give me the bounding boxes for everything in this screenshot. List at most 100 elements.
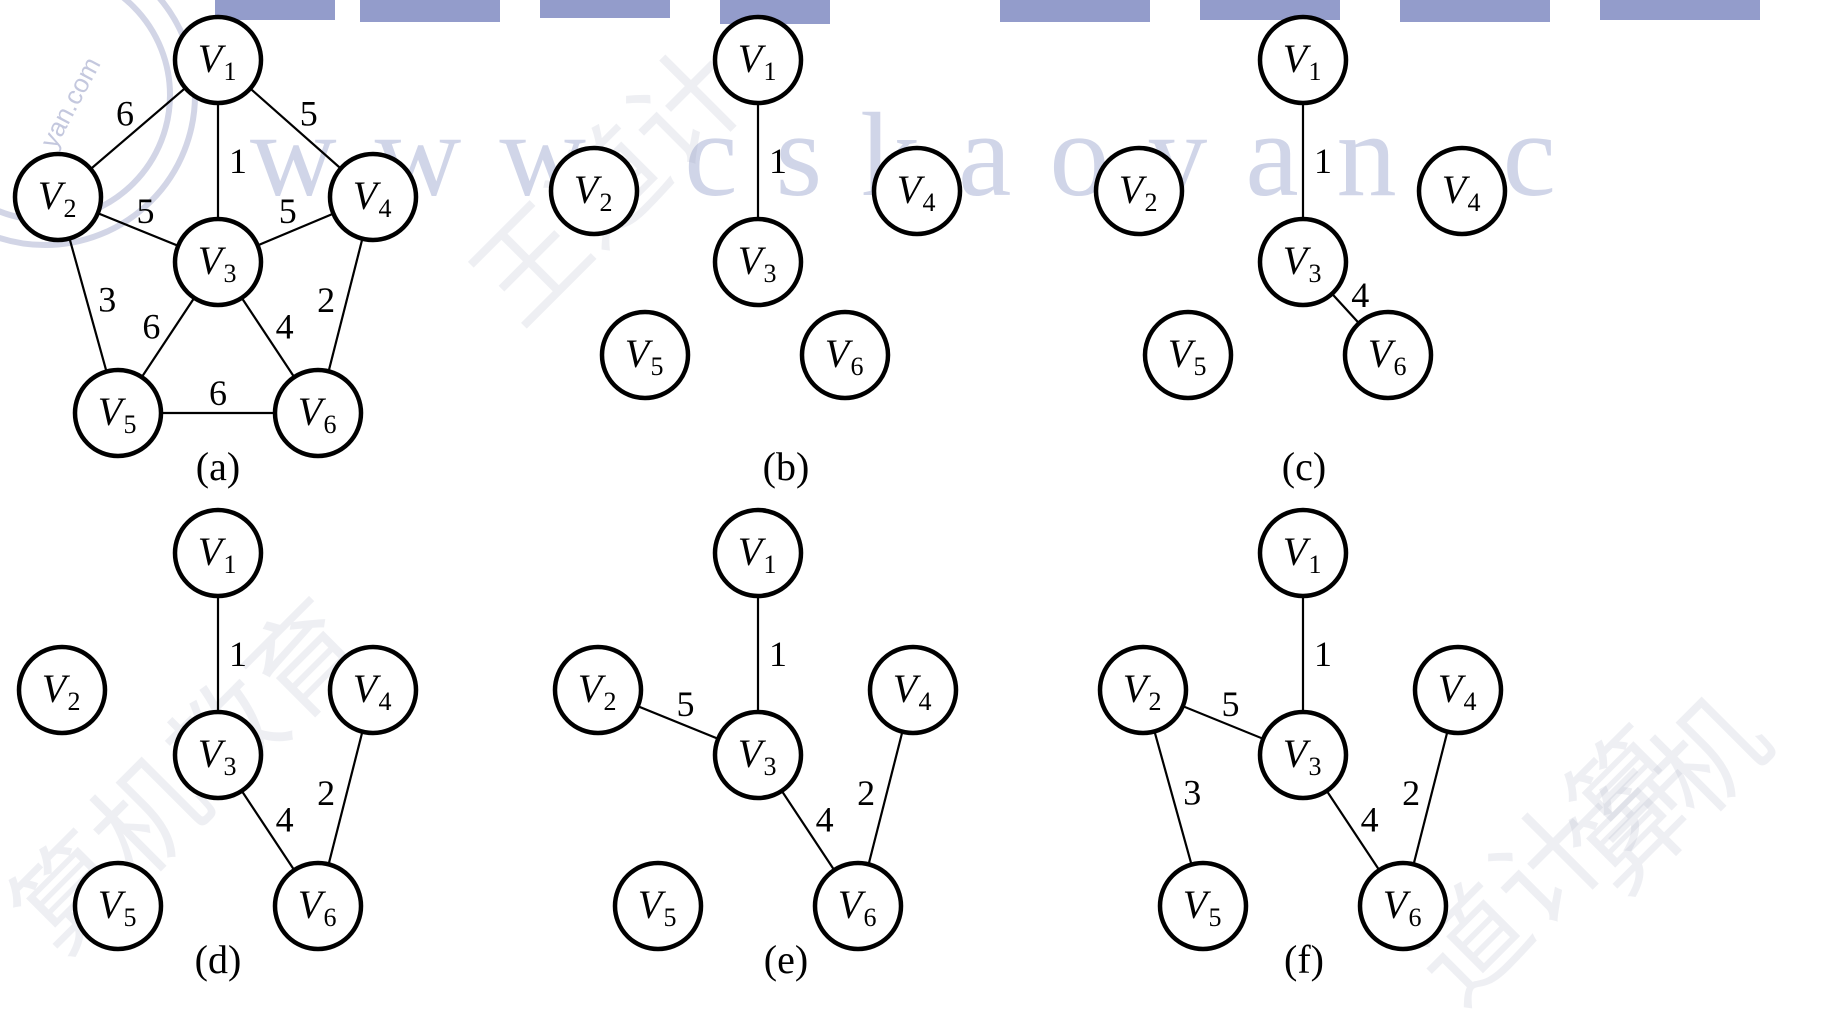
edge-weight-label: 1 [1314, 141, 1332, 181]
node-circle [1257, 14, 1349, 106]
node-subscript: 1 [1309, 550, 1322, 579]
node-label: V [98, 882, 127, 927]
node-circle [599, 309, 691, 401]
node-label: V [578, 666, 607, 711]
node-circle [172, 14, 264, 106]
node-subscript: 5 [664, 903, 677, 932]
edge-weight-label: 5 [1222, 684, 1240, 724]
node-label: V [353, 666, 382, 711]
node-label: V [1283, 36, 1312, 81]
node-subscript: 1 [1309, 57, 1322, 86]
node-subscript: 6 [864, 903, 877, 932]
node-circle [1357, 860, 1449, 952]
node-circle [327, 644, 419, 736]
node-circle [172, 216, 264, 308]
edge-weight-label: 1 [769, 141, 787, 181]
node-subscript: 6 [324, 903, 337, 932]
edge-weight-label: 5 [677, 684, 695, 724]
node-circle [1257, 709, 1349, 801]
node-label: V [738, 529, 767, 574]
node-circle [172, 507, 264, 599]
panel-caption: (c) [1282, 444, 1326, 489]
node-circle [327, 151, 419, 243]
edge-weight-label: 4 [276, 306, 294, 346]
node-circle [867, 644, 959, 736]
node-subscript: 6 [851, 352, 864, 381]
node-label: V [738, 36, 767, 81]
node-label: V [1183, 882, 1212, 927]
edge-weight-label: 6 [209, 373, 227, 413]
node-subscript: 6 [1409, 903, 1422, 932]
node-label: V [198, 529, 227, 574]
node-circle [172, 709, 264, 801]
node-circle [871, 145, 963, 237]
node-label: V [98, 389, 127, 434]
node-circle [72, 860, 164, 952]
panel-caption: (f) [1284, 937, 1324, 982]
node-label: V [298, 882, 327, 927]
edge-weight-label: 3 [1183, 773, 1201, 813]
edge-weight-label: 1 [769, 634, 787, 674]
node-subscript: 4 [379, 194, 392, 223]
edge-weight-label: 4 [276, 799, 294, 839]
node-label: V [298, 389, 327, 434]
panel-caption: (e) [764, 937, 808, 982]
node-circle [712, 216, 804, 308]
edge-weight-label: 2 [857, 773, 875, 813]
node-subscript: 1 [764, 57, 777, 86]
node-circle [12, 151, 104, 243]
node-subscript: 2 [68, 687, 81, 716]
edge-weight-label: 1 [1314, 634, 1332, 674]
edge-weight-label: 5 [300, 94, 318, 134]
node-label: V [1119, 167, 1148, 212]
node-subscript: 4 [379, 687, 392, 716]
node-label: V [738, 238, 767, 283]
node-subscript: 3 [764, 259, 777, 288]
node-subscript: 4 [1468, 188, 1481, 217]
node-subscript: 2 [604, 687, 617, 716]
node-label: V [738, 731, 767, 776]
edge-weight-label: 4 [1351, 275, 1369, 315]
watermark-banner [215, 0, 1760, 24]
node-label: V [198, 238, 227, 283]
edge-weight-label: 6 [116, 93, 134, 133]
node-subscript: 2 [600, 188, 613, 217]
node-circle [16, 644, 108, 736]
node-subscript: 5 [124, 903, 137, 932]
node-subscript: 6 [324, 410, 337, 439]
edge-weight-label: 6 [142, 306, 160, 346]
node-subscript: 4 [923, 188, 936, 217]
node-circle [1416, 145, 1508, 237]
node-label: V [574, 167, 603, 212]
node-circle [272, 367, 364, 459]
edge-weight-label: 4 [816, 799, 834, 839]
node-circle [799, 309, 891, 401]
node-circle [548, 145, 640, 237]
node-circle [1142, 309, 1234, 401]
node-subscript: 1 [224, 57, 237, 86]
